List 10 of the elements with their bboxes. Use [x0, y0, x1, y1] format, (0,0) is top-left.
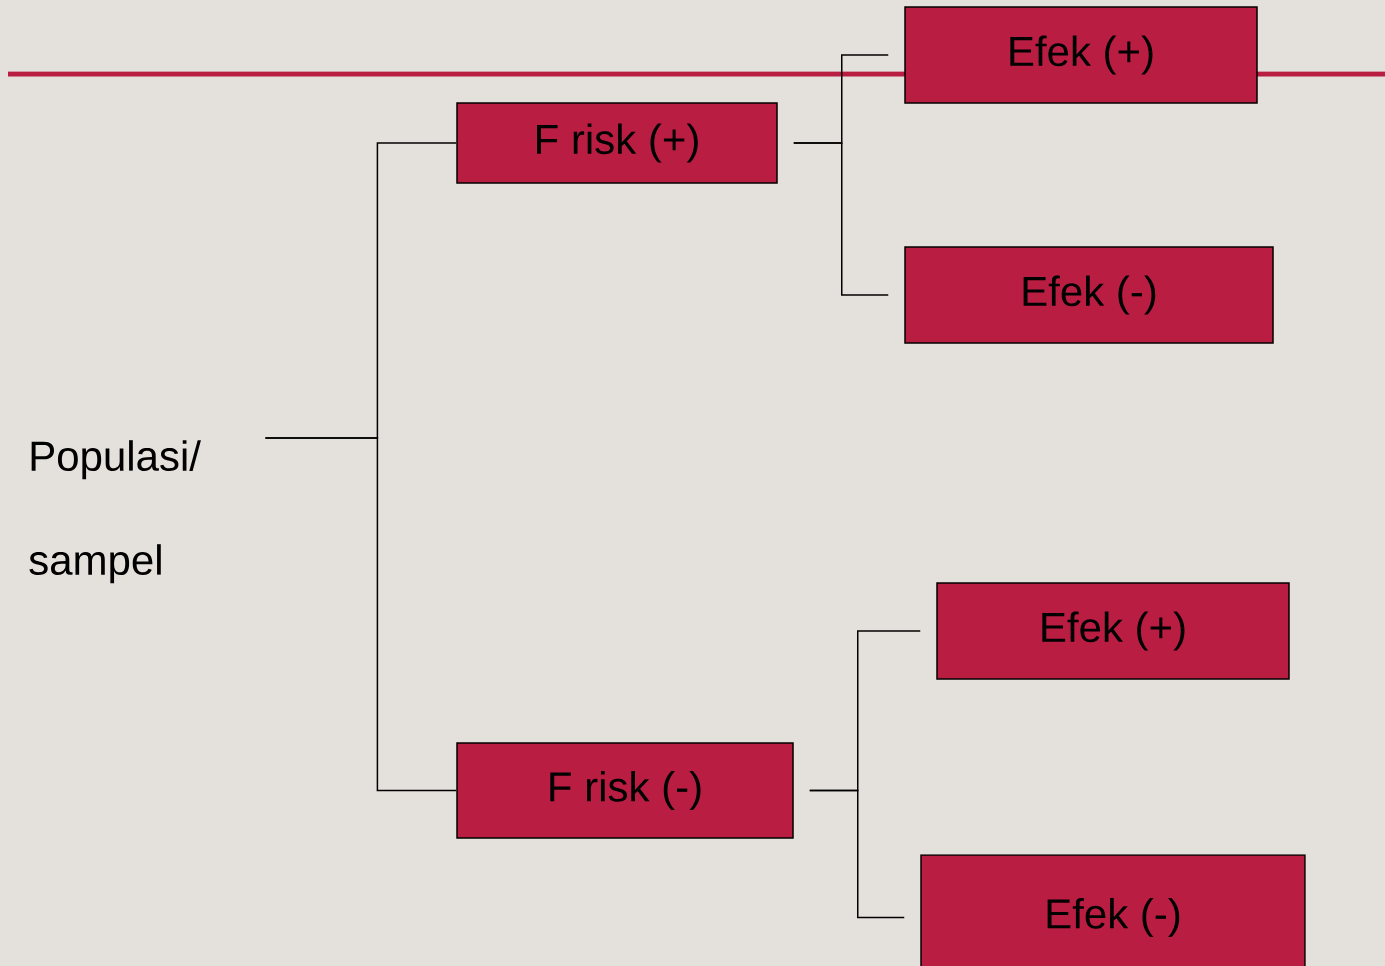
text-label: Populasi/ sampel	[29, 440, 201, 584]
label-box: F risk (-)	[456, 742, 794, 839]
label-box: Efek (+)	[936, 582, 1290, 680]
connector-line	[809, 789, 905, 919]
label-box: F risk (+)	[456, 102, 778, 184]
label-box: Efek (-)	[904, 246, 1274, 344]
connector-line	[793, 142, 889, 296]
connector-line	[264, 437, 457, 792]
label-box: Efek (+)	[904, 6, 1258, 104]
label-box: Efek (-)	[920, 854, 1306, 966]
